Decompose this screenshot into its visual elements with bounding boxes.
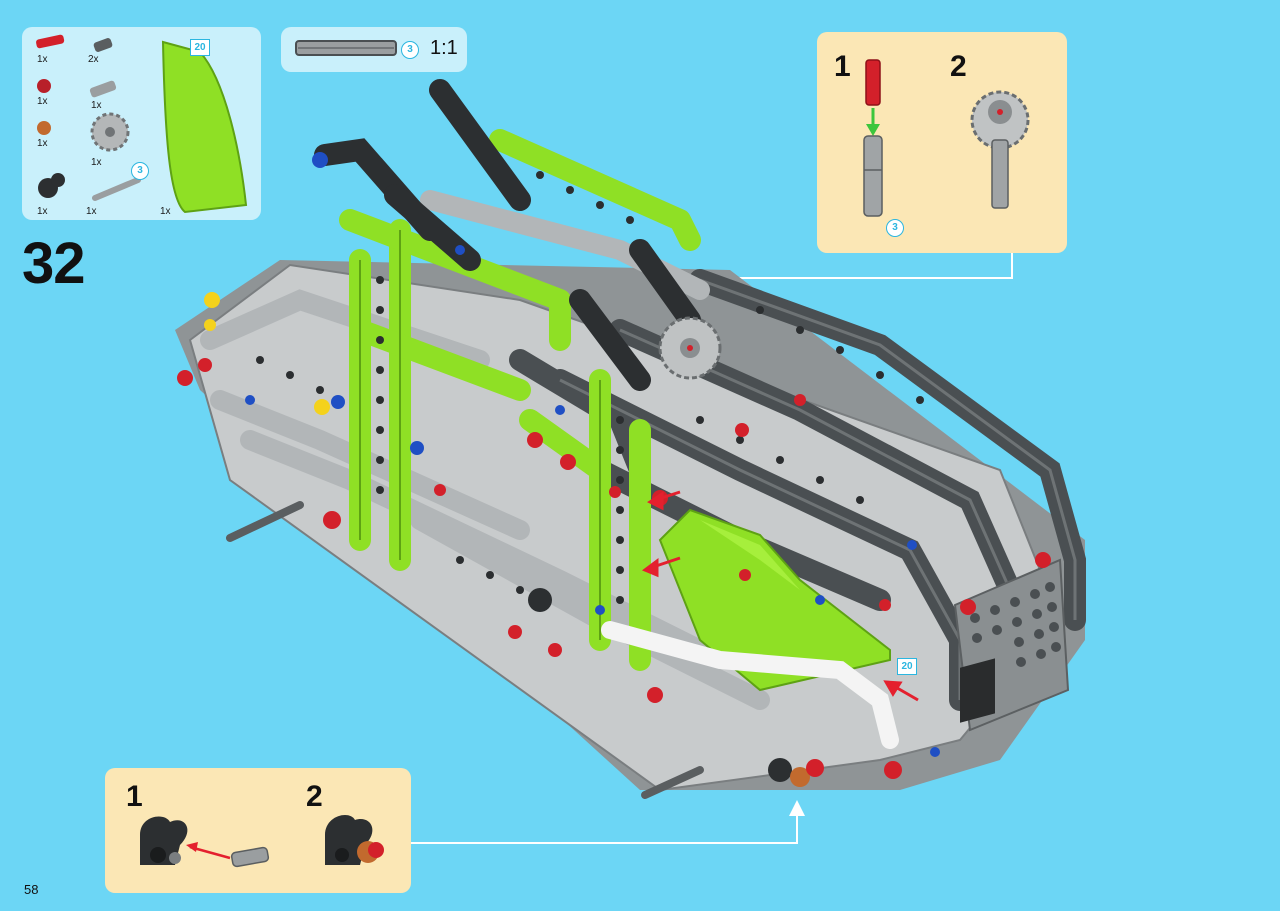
part-qty-red-pin: 1x [37, 54, 48, 65]
sub-top-step-2: 2 [950, 50, 967, 83]
scale-axle [295, 40, 397, 56]
part-qty-axle-pin: 1x [91, 100, 102, 111]
panel-number-badge: 20 [190, 39, 210, 56]
main-model [175, 79, 1086, 799]
page-number: 58 [24, 882, 39, 897]
parts-icons [36, 34, 248, 214]
sub-bottom-illustration [140, 815, 384, 868]
part-qty-axle: 1x [86, 206, 97, 217]
part-qty-orange-bush: 1x [37, 138, 48, 149]
part-qty-gear: 1x [91, 157, 102, 168]
step-number: 32 [22, 231, 86, 296]
part-qty-red-bush: 1x [37, 96, 48, 107]
axle-length-badge: 3 [131, 162, 149, 180]
sub-top-step-1: 1 [834, 50, 851, 83]
sub-top-axle-badge: 3 [886, 219, 904, 237]
sub-bottom-step-2: 2 [306, 780, 323, 813]
sub-bottom-step-1: 1 [126, 780, 143, 813]
part-qty-gray-bush: 2x [88, 54, 99, 65]
scale-badge: 3 [401, 41, 419, 59]
part-qty-black-connector: 1x [37, 206, 48, 217]
callout-panel-badge: 20 [897, 658, 917, 675]
part-qty-lime-panel: 1x [160, 206, 171, 217]
scale-label: 1:1 [430, 37, 458, 59]
sub-assembly-top-panel [817, 32, 1067, 253]
callout-connector-bottom [411, 810, 798, 844]
sub-top-illustration [863, 59, 1030, 217]
callout-arrow-bottom [789, 800, 805, 816]
